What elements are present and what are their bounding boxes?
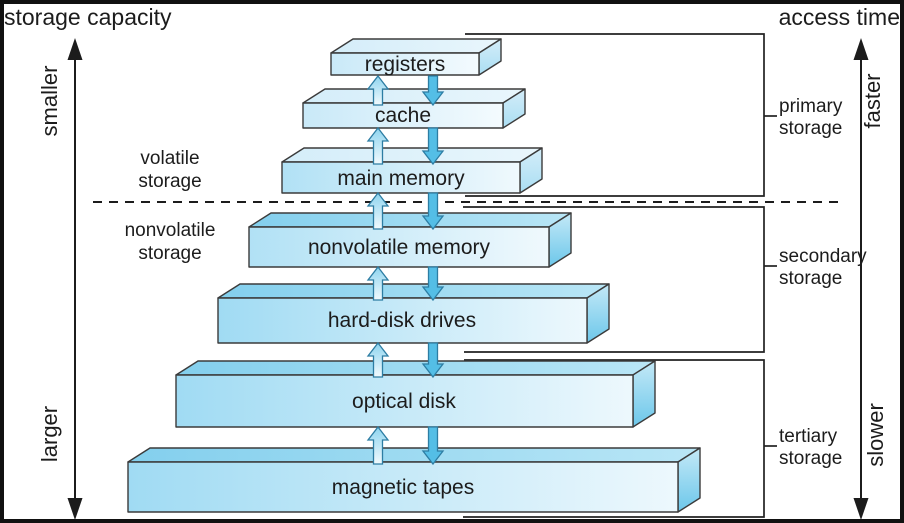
nonvolatile-label-line2: storage	[138, 243, 201, 264]
layer-nonvolatile-memory: nonvolatile memory	[248, 212, 572, 268]
layer-main-memory: main memory	[281, 147, 543, 194]
layer-optical-disk: optical disk	[175, 360, 656, 428]
box-front-face	[302, 102, 504, 129]
nonvolatile-storage-label: nonvolatile storage	[125, 220, 216, 264]
primary-storage-bracket	[465, 33, 765, 197]
up-arrow-icon	[366, 425, 390, 465]
layer-label-nonvolatile-memory: nonvolatile memory	[308, 236, 491, 259]
layer-label-optical-disk: optical disk	[352, 390, 456, 413]
arrow-down-icon	[853, 498, 869, 520]
tertiary-storage-label: tertiary storage	[779, 426, 842, 469]
down-arrow-icon	[421, 192, 445, 231]
secondary-storage-bracket	[463, 206, 765, 353]
down-arrow-icon	[421, 342, 445, 379]
layer-label-registers: registers	[365, 53, 446, 76]
volatile-label-line2: storage	[138, 171, 201, 192]
memory-layers: registers cache main memory nonvolatile …	[127, 38, 701, 513]
layer-hard-disk-drives: hard-disk drives	[217, 283, 610, 344]
primary-label-line1: primary	[779, 96, 843, 117]
storage-group-brackets	[463, 33, 777, 518]
up-arrow-icon	[366, 126, 390, 165]
access-time-axis	[853, 38, 869, 520]
box-top-face	[248, 212, 572, 228]
time-faster-label: faster	[860, 73, 885, 128]
capacity-larger-label: larger	[37, 406, 62, 462]
down-arrow-icon	[421, 266, 445, 302]
layer-registers: registers	[330, 38, 502, 76]
storage-capacity-title: storage capacity	[4, 4, 172, 30]
tertiary-label-line1: tertiary	[779, 426, 838, 447]
box-top-face	[281, 147, 543, 163]
arrow-up-icon	[67, 38, 83, 60]
box-front-face	[127, 461, 679, 513]
volatile-storage-label: volatile storage	[138, 148, 201, 192]
down-arrow-icon	[421, 75, 445, 107]
secondary-label-line1: secondary	[779, 246, 867, 267]
secondary-storage-label: secondary storage	[779, 246, 867, 289]
box-top-face	[330, 38, 502, 54]
box-top-face	[217, 283, 610, 299]
access-time-title: access time	[779, 4, 900, 30]
time-slower-label: slower	[863, 403, 888, 467]
box-top-face	[302, 88, 526, 104]
up-arrow-icon	[366, 191, 390, 230]
layer-label-cache: cache	[375, 104, 431, 127]
primary-label-line2: storage	[779, 118, 842, 139]
box-front-face	[281, 161, 521, 194]
layer-magnetic-tapes: magnetic tapes	[127, 447, 701, 513]
box-front-face	[330, 52, 480, 76]
box-front-face	[175, 374, 634, 428]
arrow-up-icon	[853, 38, 869, 60]
tertiary-storage-bracket	[463, 359, 765, 518]
nonvolatile-label-line1: nonvolatile	[125, 220, 216, 241]
transfer-arrows	[366, 74, 445, 466]
layer-label-magnetic-tapes: magnetic tapes	[332, 476, 474, 499]
layer-label-main-memory: main memory	[337, 167, 465, 190]
box-front-face	[217, 297, 588, 344]
down-arrow-icon	[421, 127, 445, 166]
tertiary-label-line2: storage	[779, 448, 842, 469]
arrow-down-icon	[67, 498, 83, 520]
up-arrow-icon	[366, 74, 390, 106]
layer-cache: cache	[302, 88, 526, 129]
volatile-label-line1: volatile	[140, 148, 199, 169]
secondary-label-line2: storage	[779, 268, 842, 289]
box-top-face	[175, 360, 656, 376]
storage-capacity-axis	[67, 38, 83, 520]
up-arrow-icon	[366, 265, 390, 301]
layer-label-hard-disk-drives: hard-disk drives	[328, 309, 476, 332]
up-arrow-icon	[366, 341, 390, 378]
capacity-smaller-label: smaller	[37, 66, 62, 137]
primary-storage-label: primary storage	[779, 96, 843, 139]
down-arrow-icon	[421, 426, 445, 466]
box-top-face	[127, 447, 701, 463]
box-front-face	[248, 226, 550, 268]
